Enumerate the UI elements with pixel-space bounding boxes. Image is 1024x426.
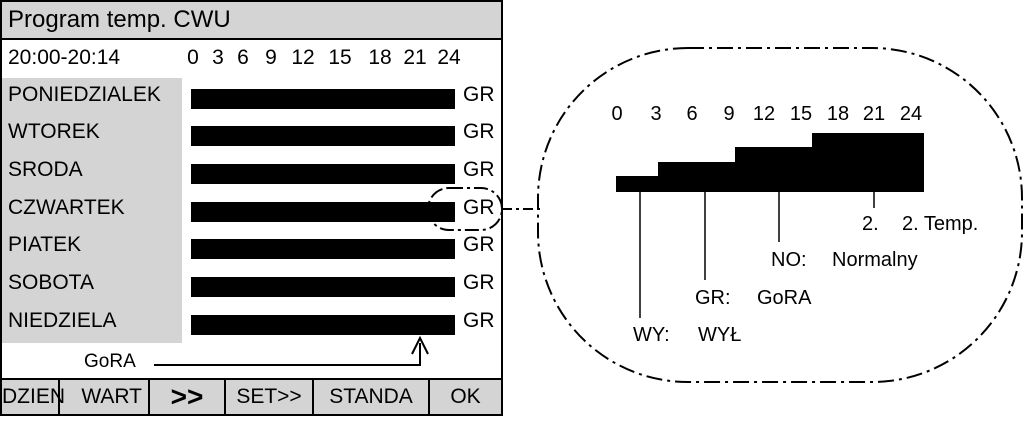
zoom-hour-tick: 12 [753, 103, 775, 125]
softkey-dzien[interactable]: DZIEN [2, 380, 65, 414]
mode-tag: GR [463, 83, 495, 106]
highlight-oval [427, 187, 503, 231]
legend-desc: GoRA [757, 287, 812, 309]
zoom-hour-tick: 6 [686, 103, 697, 125]
hour-tick: 6 [237, 46, 249, 69]
legend-code: 2. [862, 213, 879, 235]
day-label: SOBOTA [8, 271, 94, 294]
gora-arrow-head [411, 335, 429, 355]
softkey-ok[interactable]: OK [450, 385, 481, 408]
mode-tag: GR [463, 309, 495, 332]
legend-desc: WYŁ [698, 324, 741, 346]
mode-tag: GR [463, 120, 495, 143]
schedule-bar [191, 239, 455, 259]
hour-tick: 24 [437, 46, 461, 69]
day-row[interactable]: SRODA GR [2, 154, 501, 190]
day-label: NIEDZIELA [8, 309, 117, 332]
mode-tag: GR [463, 233, 495, 256]
day-label: WTOREK [8, 120, 100, 143]
legend-code: NO: [771, 249, 807, 271]
hour-tick: 15 [328, 46, 352, 69]
time-range: 20:00-20:14 [8, 46, 121, 69]
legend-code: GR: [695, 287, 731, 309]
day-row[interactable]: CZWARTEK GR [2, 192, 501, 228]
softkey-set[interactable]: SET>> [226, 380, 314, 414]
zoom-hour-tick: 0 [611, 103, 622, 125]
zoom-hour-tick: 9 [723, 103, 734, 125]
zoom-hour-tick: 3 [650, 103, 661, 125]
legend-code: WY: [633, 324, 670, 346]
day-row[interactable]: NIEDZIELA GR [2, 305, 501, 341]
gora-arrow-line [154, 343, 421, 366]
gora-callout-label: GoRA [84, 351, 136, 372]
legend-desc: Normalny [832, 249, 918, 271]
screen-title: Program temp. CWU [2, 2, 501, 40]
mode-tag: GR [463, 196, 495, 219]
mode-tag: GR [463, 158, 495, 181]
day-row[interactable]: SOBOTA GR [2, 267, 501, 303]
schedule-bar [191, 164, 455, 184]
zoom-oval [537, 47, 1023, 383]
schedule-bar [191, 89, 455, 109]
softkey-standa[interactable]: STANDA [314, 380, 430, 414]
day-row[interactable]: WTOREK GR [2, 116, 501, 152]
softkey-wart[interactable]: WART [60, 380, 150, 414]
controller-screen: Program temp. CWU 20:00-20:14 0 3 6 9 12… [0, 0, 503, 416]
hour-scale: 0 3 6 9 12 15 18 21 24 [2, 46, 501, 72]
schedule-bar [191, 202, 455, 222]
zoom-hour-tick: 15 [790, 103, 812, 125]
day-column [2, 78, 182, 343]
day-label: SRODA [8, 158, 83, 181]
day-label: CZWARTEK [8, 196, 125, 219]
hour-tick: 3 [212, 46, 224, 69]
day-label: PONIEDZIALEK [8, 83, 161, 106]
hour-tick: 12 [291, 46, 315, 69]
hour-tick: 21 [403, 46, 427, 69]
legend-desc: 2. Temp. [902, 213, 978, 235]
hour-tick: 18 [368, 46, 392, 69]
schedule-bar [191, 277, 455, 297]
hour-tick: 9 [265, 46, 277, 69]
mode-tag: GR [463, 271, 495, 294]
zoom-staircase-bar [616, 133, 924, 192]
softkey-bar: DZIEN WART >> SET>> STANDA OK [2, 378, 501, 414]
zoom-hour-tick: 24 [900, 103, 922, 125]
schedule-bar [191, 315, 455, 335]
zoom-hour-tick: 18 [827, 103, 849, 125]
hour-tick: 0 [187, 46, 199, 69]
day-row[interactable]: PIATEK GR [2, 229, 501, 265]
day-row[interactable]: PONIEDZIALEK GR [2, 79, 501, 115]
zoom-hour-tick: 21 [863, 103, 885, 125]
softkey-next[interactable]: >> [150, 380, 226, 414]
day-label: PIATEK [8, 233, 82, 256]
schedule-bar [191, 126, 455, 146]
